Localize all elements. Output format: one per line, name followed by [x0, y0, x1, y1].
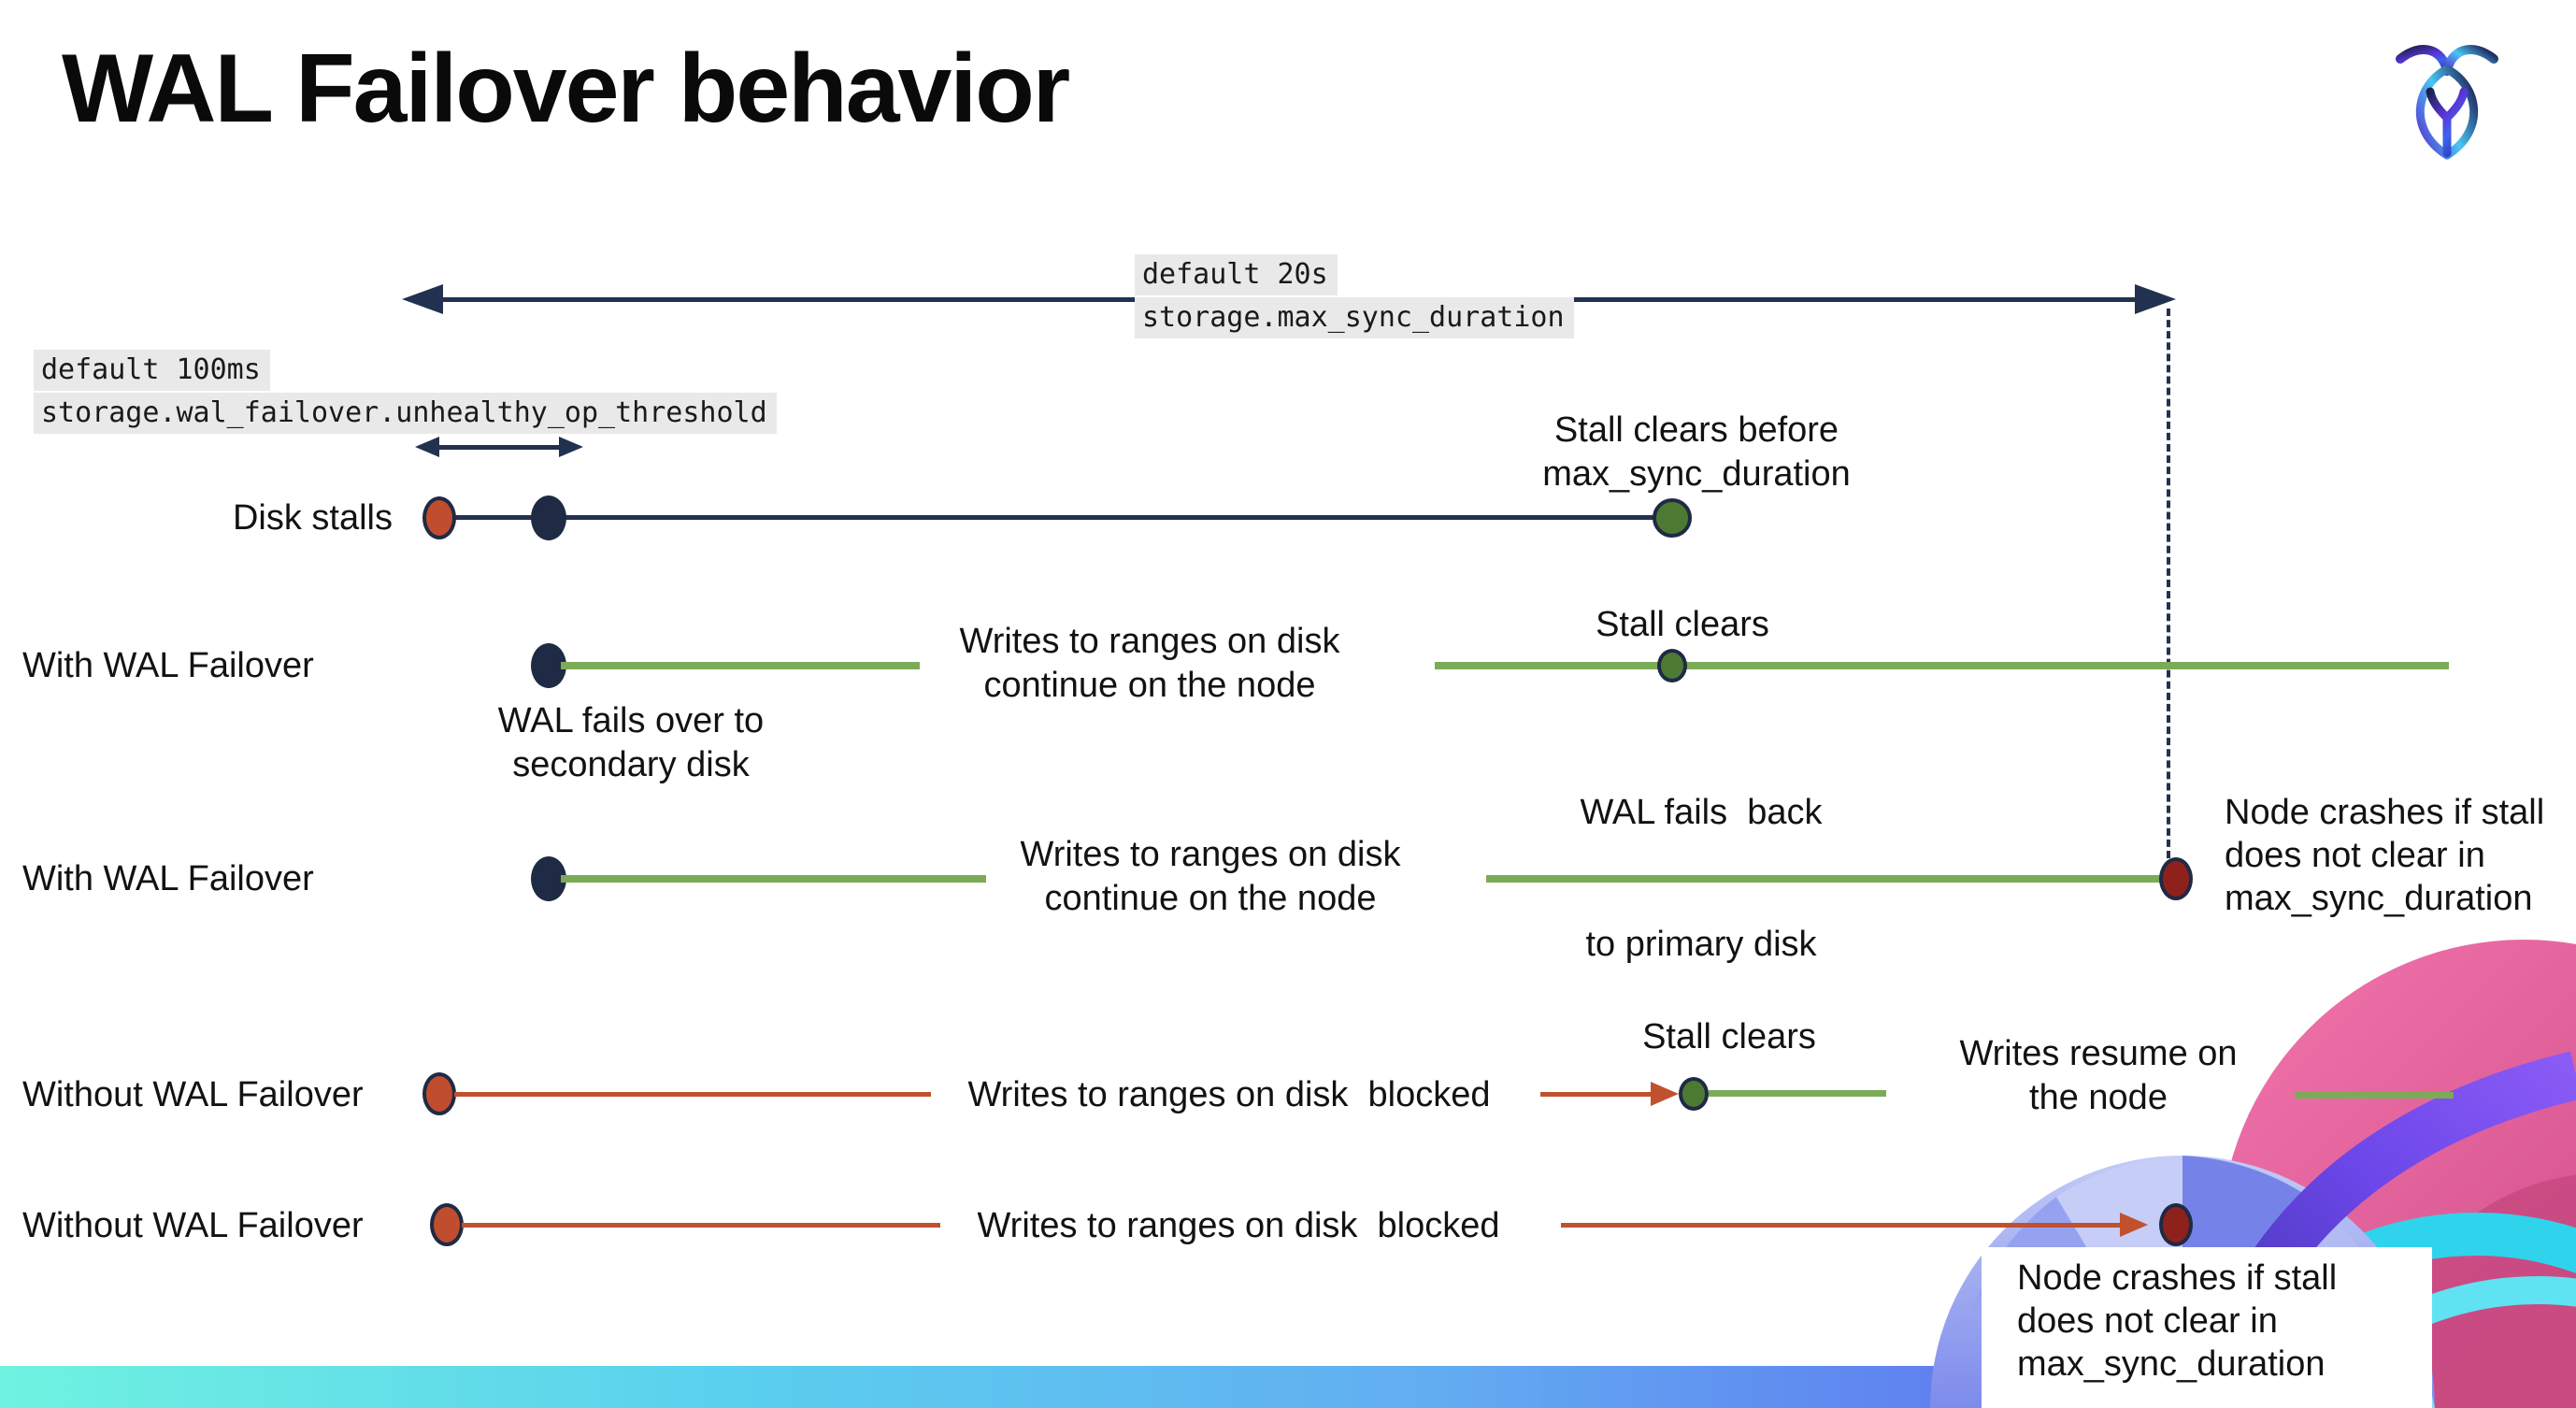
writes-blocked-line-c	[462, 1223, 940, 1228]
cockroachdb-logo-icon	[2396, 45, 2498, 160]
writes-blocked-line-a	[454, 1092, 931, 1097]
writes-continue-line-c	[561, 875, 986, 883]
stall-clears-text-2: Stall clears	[1642, 1017, 1816, 1056]
crash-dot-1	[2159, 857, 2193, 900]
node-crashes-text-1: Node crashes if stall does not clear in …	[2225, 793, 2545, 918]
row-label-disk-stalls: Disk stalls	[232, 498, 393, 538]
threshold-setting-label: storage.wal_failover.unhealthy_op_thresh…	[34, 393, 777, 434]
red-arrowhead-icon-2	[2120, 1213, 2148, 1237]
writes-blocked-text-1: Writes to ranges on disk blocked	[967, 1075, 1491, 1114]
disk-stall-dot-2	[422, 1072, 456, 1115]
writes-blocked-text-2: Writes to ranges on disk blocked	[977, 1206, 1500, 1245]
writes-continue-text-2: Writes to ranges on disk continue on the…	[1020, 835, 1401, 918]
writes-continue-text-1: Writes to ranges on disk continue on the…	[959, 622, 1340, 705]
failover-dot-2	[531, 856, 566, 901]
row-label-without-wal-failover-1: Without WAL Failover	[22, 1075, 364, 1114]
wal-fails-over-text: WAL fails over to secondary disk	[497, 701, 765, 784]
row-label-with-wal-failover-1: With WAL Failover	[22, 646, 314, 685]
stall-clear-dot-2	[1657, 649, 1687, 682]
writes-resume-line-a	[1709, 1090, 1886, 1097]
stall-clear-dot	[1653, 498, 1692, 538]
wal-fails-back-text: WAL fails back to primary disk	[1580, 793, 1823, 964]
row-label-with-wal-failover-2: With WAL Failover	[22, 859, 314, 898]
max-sync-default-label: default 20s	[1135, 254, 1338, 295]
writes-blocked-line-d	[1561, 1223, 2122, 1228]
disk-stall-dot-3	[430, 1203, 464, 1246]
page-title: WAL Failover behavior	[62, 35, 1070, 143]
small-arrowhead-right-icon	[559, 437, 583, 457]
callout-box	[1982, 1247, 2432, 1408]
stall-clears-text-1: Stall clears	[1596, 605, 1769, 644]
writes-continue-line-b	[1435, 662, 2449, 669]
red-arrowhead-icon-1	[1651, 1082, 1679, 1106]
max-sync-setting-label: storage.max_sync_duration	[1135, 297, 1574, 338]
timeline-line-navy	[439, 515, 1672, 520]
writes-continue-line-d	[1486, 875, 2161, 883]
threshold-arrow-line	[437, 445, 559, 450]
failover-dot	[531, 643, 566, 688]
crash-dot-2	[2159, 1203, 2193, 1246]
writes-resume-text: Writes resume on the node	[1959, 1034, 2238, 1117]
stall-clear-dot-3	[1679, 1077, 1709, 1111]
threshold-default-label: default 100ms	[34, 350, 270, 391]
node-crashes-text-2: Node crashes if stall does not clear in …	[2017, 1258, 2338, 1384]
failover-threshold-dot	[531, 496, 566, 540]
stall-clears-before-text: Stall clears before max_sync_duration	[1542, 410, 1851, 494]
row-label-without-wal-failover-2: Without WAL Failover	[22, 1206, 364, 1245]
writes-blocked-line-b	[1540, 1092, 1653, 1097]
small-arrowhead-left-icon	[415, 437, 439, 457]
writes-continue-line-a	[561, 662, 920, 669]
disk-stall-dot	[422, 496, 456, 539]
max-sync-dashed-line	[2167, 309, 2170, 858]
writes-resume-line-b	[2295, 1092, 2454, 1099]
arrowhead-left-icon	[402, 284, 443, 314]
